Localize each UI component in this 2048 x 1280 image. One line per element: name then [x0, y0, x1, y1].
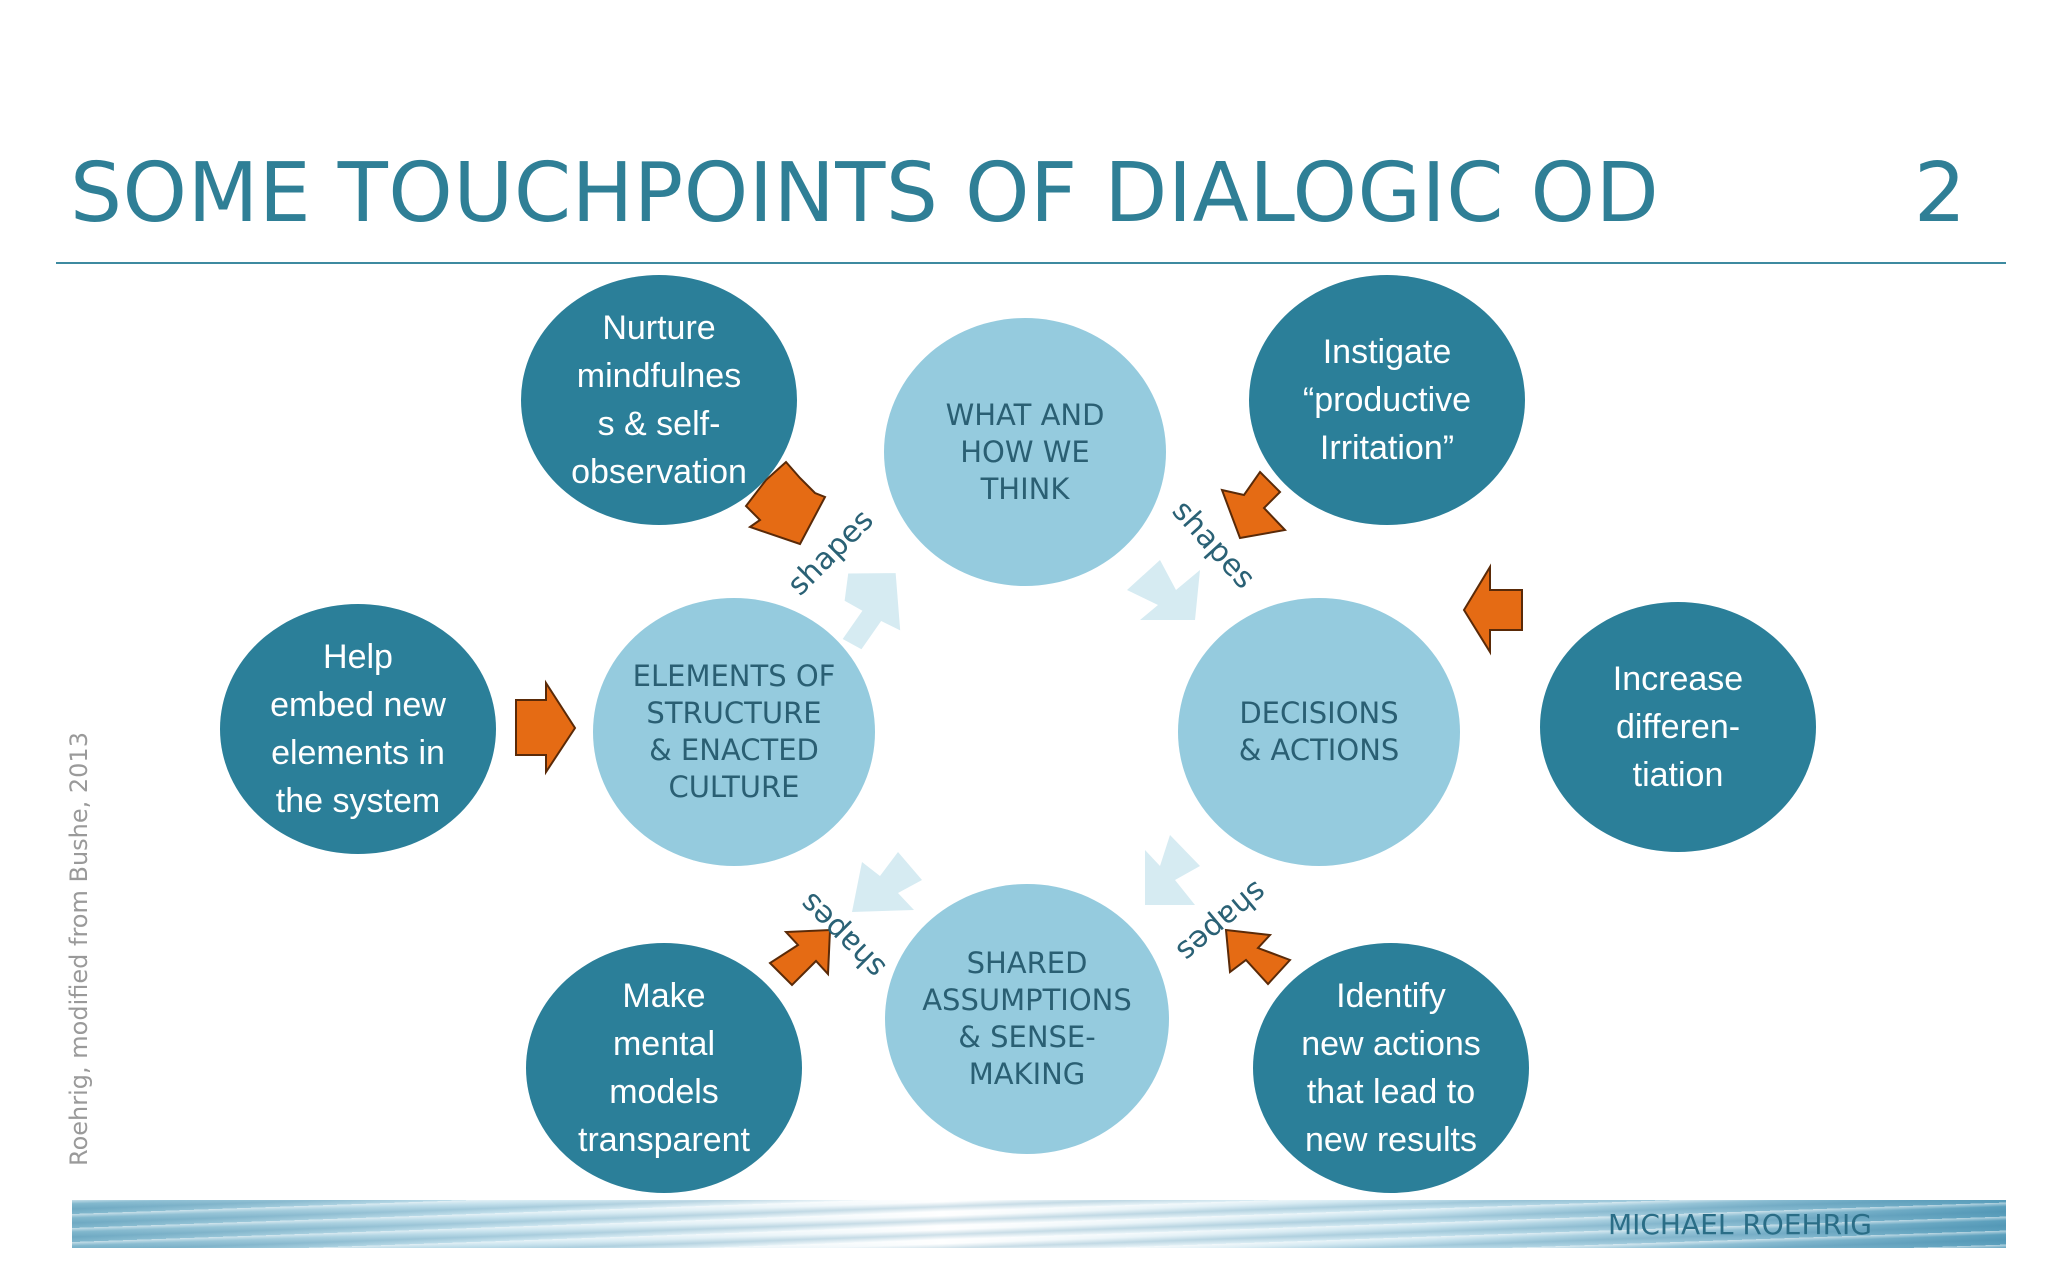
- core-think: WHAT AND HOW WE THINK: [884, 318, 1166, 586]
- touchpoint-help: Help embed new elements in the system: [220, 604, 496, 854]
- touchpoint-make-label: Make mental models transparent: [578, 977, 750, 1159]
- core-structure: ELEMENTS OF STRUCTURE & ENACTED CULTURE: [593, 598, 875, 866]
- cycle-arrow-think-to-decisions: [1127, 560, 1200, 620]
- touchpoint-instigate: Instigate “productive Irritation”: [1249, 275, 1525, 525]
- cycle-arrow-structure-to-think: [842, 573, 901, 650]
- cycle-arrow-assumptions-to-structure: [852, 852, 922, 912]
- author-name: MICHAEL ROEHRIG: [1607, 1208, 1872, 1241]
- touchpoint-arrows: [515, 460, 1523, 987]
- touchpoint-nurture-label: Nurture mindfulnes s & self- observation: [571, 309, 747, 491]
- core-decisions: DECISIONS & ACTIONS: [1178, 598, 1460, 866]
- core-assumptions-label: SHARED ASSUMPTIONS & SENSE- MAKING: [922, 946, 1132, 1091]
- core-assumptions: SHARED ASSUMPTIONS & SENSE- MAKING: [885, 884, 1169, 1154]
- touchpoint-make: Make mental models transparent: [526, 943, 802, 1193]
- arrow-increase: [1462, 563, 1523, 656]
- slide-title: SOME TOUCHPOINTS OF DIALOGIC OD: [70, 146, 1660, 241]
- arrow-make: [768, 928, 832, 987]
- touchpoint-instigate-label: Instigate “productive Irritation”: [1302, 333, 1472, 467]
- title-divider: [56, 262, 2006, 264]
- touchpoint-increase: Increase differen- tiation: [1540, 602, 1816, 852]
- arrow-help: [515, 679, 577, 776]
- core-decisions-label: DECISIONS & ACTIONS: [1238, 696, 1400, 767]
- core-think-label: WHAT AND HOW WE THINK: [945, 397, 1105, 506]
- cycle-arrows: [842, 560, 1200, 912]
- touchpoint-identify-label: Identify new actions that lead to new re…: [1301, 977, 1481, 1159]
- core-structure-label: ELEMENTS OF STRUCTURE & ENACTED CULTURE: [632, 659, 836, 804]
- footer-band: [72, 1200, 2006, 1248]
- arrow-identify: [1224, 928, 1292, 986]
- touchpoint-increase-label: Increase differen- tiation: [1612, 660, 1744, 794]
- page-number: 2: [1913, 146, 1966, 241]
- touchpoint-identify: Identify new actions that lead to new re…: [1253, 943, 1529, 1193]
- touchpoint-help-label: Help embed new elements in the system: [270, 638, 446, 820]
- cycle-arrow-decisions-to-assumptions: [1145, 835, 1200, 905]
- touchpoint-nurture: Nurture mindfulnes s & self- observation: [521, 275, 797, 525]
- arrow-instigate: [1220, 470, 1288, 540]
- arrow-nurture: [744, 460, 827, 546]
